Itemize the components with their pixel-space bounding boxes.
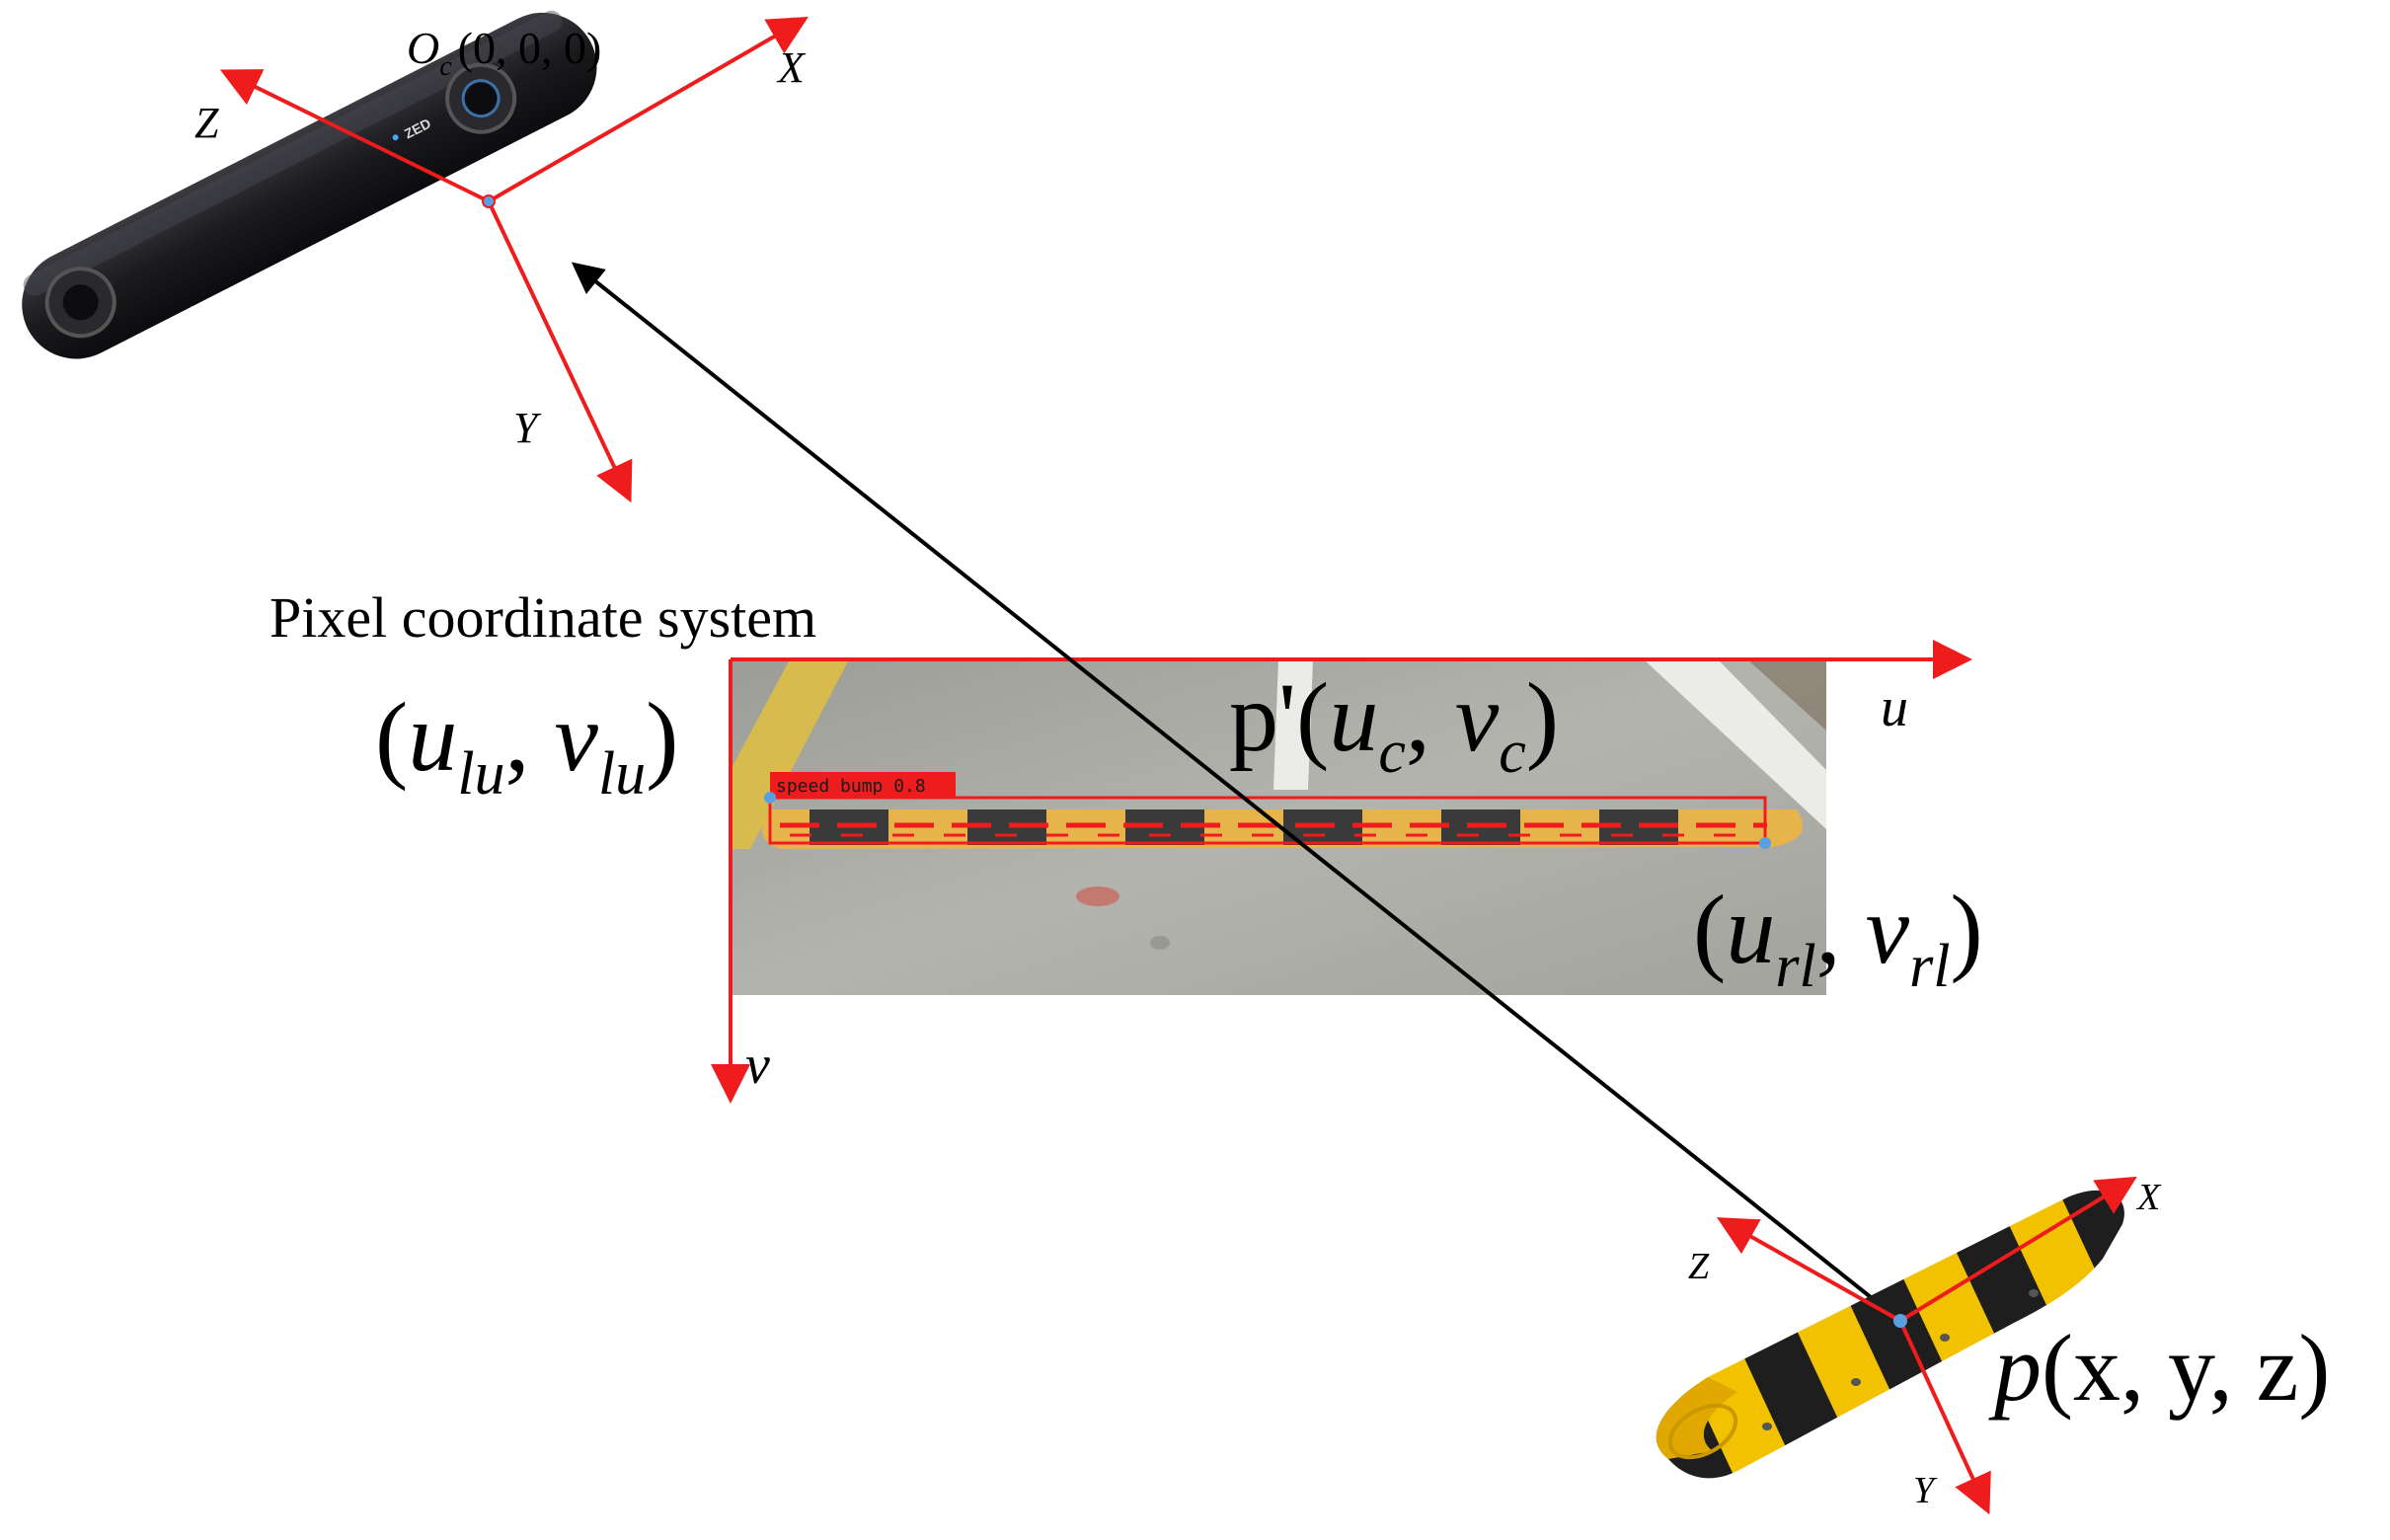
pixel-axes: [711, 640, 1972, 1104]
center-point-coordinate: p'(uc, vc): [1229, 662, 1559, 786]
pixel-u-label: u: [1881, 677, 1908, 738]
camera-y-axis: [487, 200, 633, 503]
upper-left-coordinate: (ulu, vlu): [375, 682, 678, 808]
origin-coords: (0, 0, 0): [458, 23, 602, 73]
camera-origin-label: Oc(0, 0, 0): [407, 23, 601, 82]
camera-z-axis: [219, 69, 490, 203]
speed-bump-object: [1656, 1190, 2124, 1479]
world-point-coordinate: p(x, y, z): [1988, 1315, 2330, 1421]
object-z-label: Z: [1688, 1246, 1710, 1287]
camera-z-label: Z: [194, 99, 219, 147]
camera-axes: [219, 17, 809, 503]
origin-letter: O: [407, 23, 439, 73]
projection-ray: [571, 262, 1902, 1323]
object-axes: [1717, 1176, 2137, 1515]
pixel-system-title: Pixel coordinate system: [270, 585, 816, 650]
camera-x-axis: [488, 17, 809, 203]
lower-right-corner-point: [1759, 837, 1771, 849]
object-y-axis: [1898, 1320, 1991, 1515]
object-point: [1893, 1314, 1907, 1328]
object-x-axis: [1898, 1176, 2137, 1323]
detection-bounding-box: [768, 796, 1767, 845]
upper-left-corner-point: [764, 792, 776, 804]
object-y-label: Y: [1913, 1470, 1938, 1511]
camera-y-label: Y: [513, 404, 542, 452]
camera-origin-point: [482, 194, 496, 208]
detection-label-bg: [770, 772, 956, 798]
stereo-camera: ZED: [22, 10, 597, 359]
detection-label: speed bump 0.8: [776, 776, 926, 797]
object-x-label: X: [2135, 1177, 2162, 1218]
camera-x-label: X: [776, 43, 807, 92]
pixel-v-label: v: [745, 1035, 770, 1096]
object-z-axis: [1717, 1217, 1901, 1323]
lower-right-coordinate: (url, vrl): [1693, 875, 1983, 1000]
origin-subscript: c: [439, 51, 452, 82]
